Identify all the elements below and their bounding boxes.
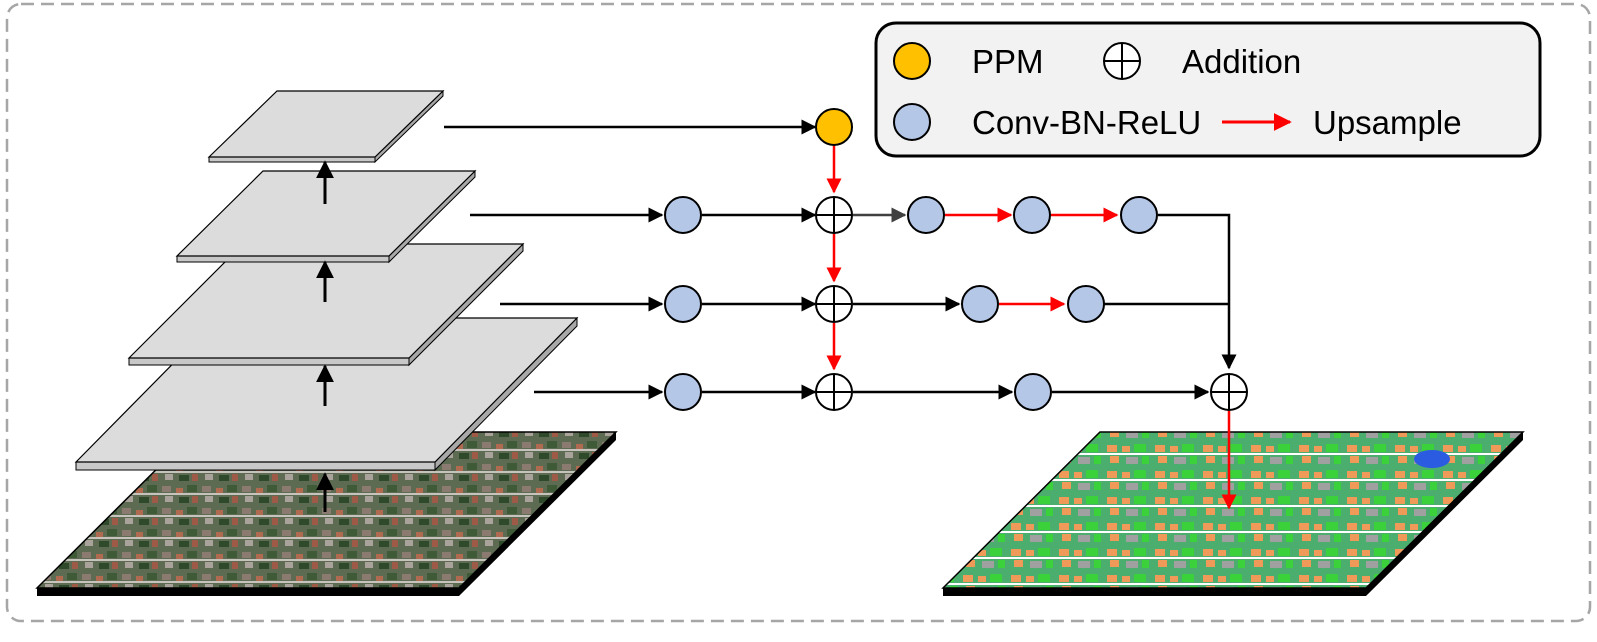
feature-plane-level-3 [175, 169, 477, 264]
conv-nodes [664, 196, 1158, 411]
legend-conv-icon [893, 103, 931, 141]
legend-addition-icon [1103, 42, 1141, 80]
output-segmentation-map [941, 431, 1525, 596]
ppm-node [815, 108, 853, 146]
addition-node [815, 196, 853, 234]
conv-node [1120, 196, 1158, 234]
legend-box [874, 21, 1542, 158]
conv-node [1067, 285, 1105, 323]
legend-conv-label: Conv-BN-ReLU [972, 104, 1201, 141]
conv-node [664, 196, 702, 234]
conv-node [664, 285, 702, 323]
legend-upsample-label: Upsample [1313, 104, 1462, 141]
legend-ppm-label: PPM [972, 43, 1044, 80]
conv-node [961, 285, 999, 323]
feature-plane-level-4 [207, 89, 445, 164]
addition-node-final [1210, 373, 1248, 411]
conv-node [1014, 373, 1052, 411]
addition-nodes [815, 196, 1248, 411]
upsample-arrows [826, 146, 1237, 510]
addition-node [815, 373, 853, 411]
legend-ppm-icon [893, 42, 931, 80]
lateral-connections [444, 119, 1237, 400]
legend-addition-label: Addition [1182, 43, 1301, 80]
conv-node [664, 373, 702, 411]
addition-node [815, 285, 853, 323]
conv-node [907, 196, 945, 234]
legend: PPM Addition Conv-BN-ReLU Upsample [874, 21, 1542, 158]
outer-dashed-frame [5, 2, 1592, 623]
conv-node [1013, 196, 1051, 234]
